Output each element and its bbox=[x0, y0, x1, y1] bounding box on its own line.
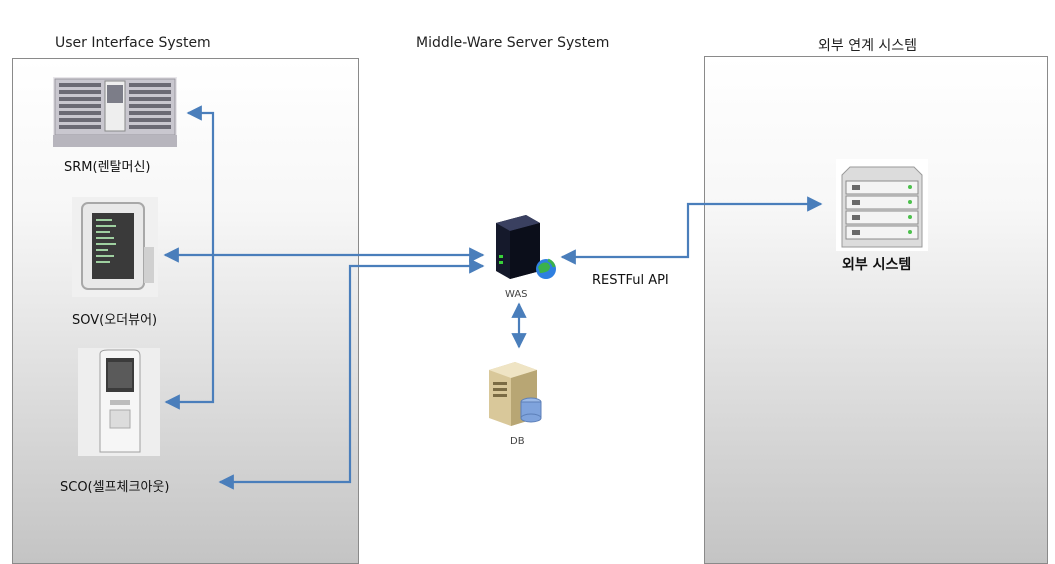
restful-api-label: RESTFul API bbox=[592, 273, 669, 288]
external-system-title: 외부 연계 시스템 bbox=[818, 38, 918, 54]
sov-label: SOV(오더뷰어) bbox=[72, 313, 158, 328]
sov-device-icon bbox=[72, 197, 158, 297]
was-external-link bbox=[560, 196, 823, 265]
was-server-icon bbox=[496, 215, 556, 279]
sco-label: SCO(셀프체크아웃) bbox=[60, 480, 170, 495]
srm-device-icon bbox=[53, 77, 177, 147]
external-system-label: 외부 시스템 bbox=[842, 257, 912, 273]
sco-device-icon bbox=[78, 348, 160, 456]
db-server-icon bbox=[489, 362, 542, 426]
sco-was-link bbox=[218, 258, 485, 490]
external-system-panel bbox=[704, 56, 1048, 564]
db-label: DB bbox=[510, 436, 525, 447]
was-label: WAS bbox=[505, 289, 528, 300]
external-server-icon bbox=[836, 159, 928, 251]
middleware-title: Middle-Ware Server System bbox=[416, 35, 610, 51]
srm-sco-link bbox=[164, 105, 215, 410]
ui-system-title: User Interface System bbox=[55, 35, 211, 51]
srm-label: SRM(렌탈머신) bbox=[64, 160, 151, 175]
